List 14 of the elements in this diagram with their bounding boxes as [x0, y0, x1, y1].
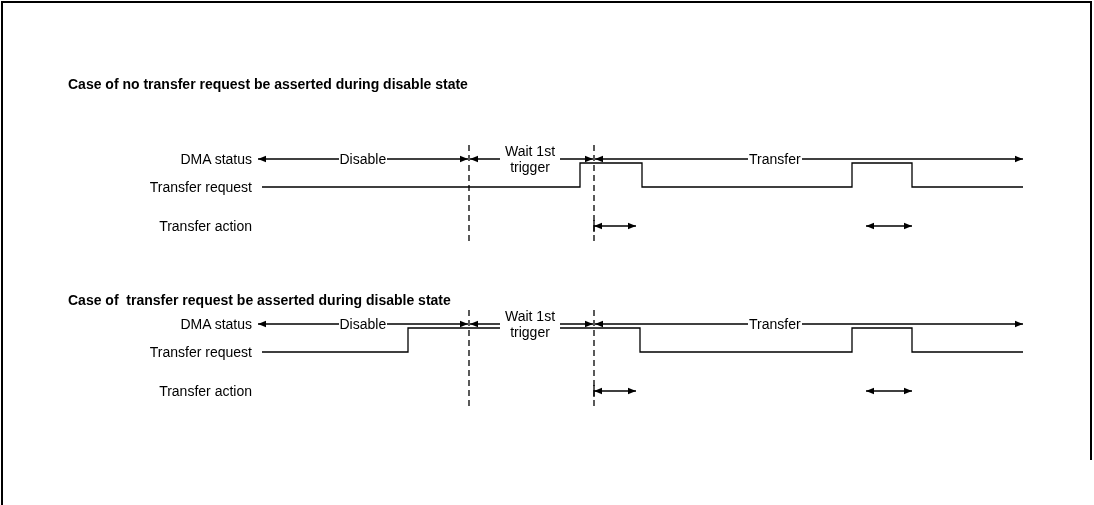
section-heading: Case of no transfer request be asserted during disable state — [68, 76, 468, 92]
row-label: Transfer action — [159, 383, 252, 399]
phase-label: Wait 1st trigger — [500, 143, 560, 175]
phase-label: Transfer — [748, 316, 802, 332]
row-label: Transfer request — [149, 344, 252, 360]
row-label: DMA status — [180, 151, 252, 167]
row-label: Transfer request — [149, 179, 252, 195]
section-heading: Case of transfer request be asserted during disable state — [68, 292, 451, 308]
row-label: DMA status — [180, 316, 252, 332]
phase-label: Wait 1st trigger — [500, 308, 560, 340]
phase-label: Disable — [338, 316, 388, 332]
row-label: Transfer action — [159, 218, 252, 234]
phase-label: Transfer — [748, 151, 802, 167]
phase-label: Disable — [338, 151, 388, 167]
